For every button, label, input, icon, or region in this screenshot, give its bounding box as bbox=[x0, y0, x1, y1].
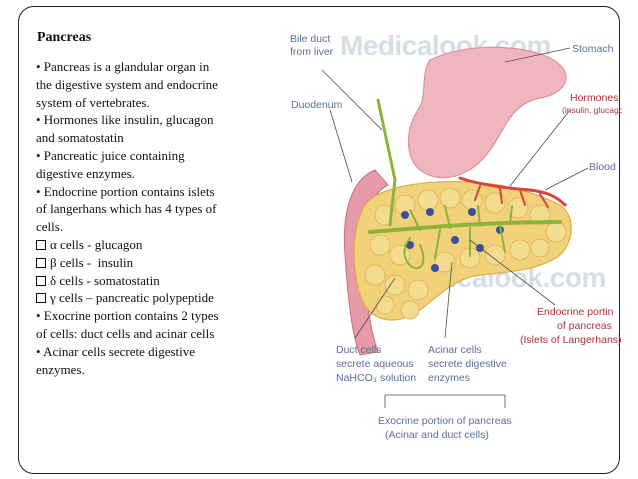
bullet-line: • Exocrine portion contains 2 types bbox=[36, 307, 286, 325]
checkbox-bullet-line: δ cells - somatostatin bbox=[36, 272, 286, 290]
label-bile-duct-1: Bile duct bbox=[290, 33, 330, 45]
bullet-line: • Hormones like insulin, glucagon bbox=[36, 111, 286, 129]
checkbox-bullet-line: γ cells – pancreatic polypeptide bbox=[36, 289, 286, 307]
acinar-lobules bbox=[364, 187, 567, 320]
bullet-line: enzymes. bbox=[36, 361, 286, 379]
label-blood: Blood bbox=[589, 161, 616, 173]
bullet-line: system of vertebrates. bbox=[36, 94, 286, 112]
bullet-text: α cells - glucagon bbox=[50, 236, 143, 252]
bullet-text: • Pancreas is a glandular organ in bbox=[36, 59, 210, 74]
label-duodenum: Duodenum bbox=[291, 99, 343, 111]
bullet-text: enzymes. bbox=[36, 361, 85, 377]
diagram-labels: Bile duct from liver Duodenum Stomach Ho… bbox=[290, 33, 622, 441]
checkbox-square-icon bbox=[36, 293, 46, 304]
bullet-line: of langerhans which has 4 types of bbox=[36, 200, 286, 218]
label-endocrine-2: of pancreas bbox=[557, 320, 612, 332]
blood-vessels bbox=[458, 176, 567, 208]
checkbox-bullet-line: β cells - insulin bbox=[36, 254, 286, 272]
checkbox-square-icon bbox=[36, 239, 46, 250]
bullet-text: • Endocrine portion contains islets bbox=[36, 183, 215, 199]
slide-title: Pancreas bbox=[37, 30, 92, 45]
bullet-line: • Pancreas is a glandular organ in bbox=[36, 58, 286, 76]
bullet-text: of cells: duct cells and acinar cells bbox=[36, 325, 215, 341]
label-acinar-1: Acinar cells bbox=[428, 344, 482, 356]
label-bile-duct-2: from liver bbox=[290, 46, 334, 58]
label-hormones-2: (insulin, glucagon) bbox=[562, 105, 622, 115]
label-exocrine-2: (Acinar and duct cells) bbox=[385, 429, 489, 441]
bullet-text: and somatostatin bbox=[36, 130, 124, 146]
label-endocrine-3: (Islets of Langerhans) bbox=[520, 334, 622, 346]
bullet-line: and somatostatin bbox=[36, 129, 286, 147]
pancreatic-duct bbox=[368, 98, 562, 270]
bullet-text: δ cells - somatostatin bbox=[50, 272, 160, 288]
bullet-text: γ cells – pancreatic polypeptide bbox=[50, 290, 214, 306]
label-duct-cells-2: secrete aqueous bbox=[336, 358, 414, 370]
label-exocrine-1: Exocrine portion of pancreas bbox=[378, 415, 512, 427]
bullet-line: • Pancreatic juice containing bbox=[36, 147, 286, 165]
label-acinar-3: enzymes bbox=[428, 372, 470, 384]
checkbox-square-icon bbox=[36, 275, 46, 286]
bullet-text: cells. bbox=[36, 219, 64, 235]
label-stomach: Stomach bbox=[572, 43, 614, 55]
bullet-text: • Exocrine portion contains 2 types bbox=[36, 308, 219, 324]
bullet-text: system of vertebrates. bbox=[36, 94, 150, 110]
label-duct-cells-3: NaHCO₃ solution bbox=[336, 372, 416, 384]
bullet-line: • Endocrine portion contains islets bbox=[36, 183, 286, 201]
label-acinar-2: secrete digestive bbox=[428, 358, 507, 370]
label-endocrine-1: Endocrine portin bbox=[537, 306, 614, 318]
bullet-text: β cells - insulin bbox=[50, 254, 134, 270]
bullet-line: the digestive system and endocrine bbox=[36, 76, 286, 94]
leader-lines bbox=[321, 47, 589, 408]
bullet-text: digestive enzymes. bbox=[36, 165, 135, 181]
stomach-shape bbox=[407, 46, 567, 179]
bullet-text: • Acinar cells secrete digestive bbox=[36, 343, 196, 359]
bullet-list: • Pancreas is a glandular organ in the di… bbox=[36, 58, 286, 378]
checkbox-bullet-line: α cells - glucagon bbox=[36, 236, 286, 254]
label-duct-cells-1: Duct cells bbox=[336, 344, 382, 356]
bullet-text: • Hormones like insulin, glucagon bbox=[36, 112, 214, 128]
pancreas-diagram: Bile duct from liver Duodenum Stomach Ho… bbox=[290, 33, 622, 441]
checkbox-square-icon bbox=[36, 257, 46, 268]
bullet-line: of cells: duct cells and acinar cells bbox=[36, 325, 286, 343]
bullet-text: the digestive system and endocrine bbox=[36, 76, 218, 92]
label-hormones-1: Hormones bbox=[570, 92, 618, 104]
bullet-line: digestive enzymes. bbox=[36, 165, 286, 183]
bullet-line: cells. bbox=[36, 218, 286, 236]
bullet-text: of langerhans which has 4 types of bbox=[36, 201, 217, 217]
bullet-line: • Acinar cells secrete digestive bbox=[36, 343, 286, 361]
bullet-text: • Pancreatic juice containing bbox=[36, 147, 185, 163]
